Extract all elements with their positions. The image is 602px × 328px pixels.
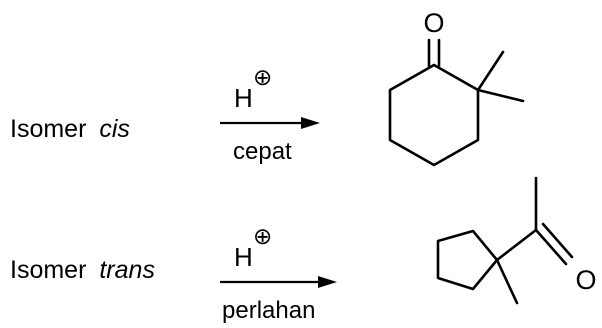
charge-symbol: ⊕ <box>253 223 272 249</box>
reagent-label: H <box>234 83 253 113</box>
cyclohexane-ring <box>388 63 480 167</box>
condition-label: cepat <box>233 138 292 165</box>
oxygen-atom-label: O <box>575 265 596 295</box>
methyl-bond <box>476 88 525 103</box>
charge-symbol: ⊕ <box>253 64 272 90</box>
product-acetylmethylcyclopentane: O <box>436 176 597 305</box>
methyl-bond <box>476 50 505 92</box>
reactant-prefix: Isomer <box>10 115 86 143</box>
reagent-label: H <box>234 242 253 272</box>
product-dimethylcyclohexanone: O <box>388 8 525 167</box>
oxygen-atom-label: O <box>423 8 444 38</box>
acetyl-bond <box>495 228 538 262</box>
reactant-label-trans: Isomer trans <box>10 256 155 284</box>
reactant-stereo: trans <box>99 256 155 284</box>
arrowhead <box>301 117 320 129</box>
reactant-prefix: Isomer <box>10 256 86 284</box>
reaction-cis: Isomer cis H ⊕ cepat O <box>10 8 525 167</box>
carbonyl-double-bond <box>534 228 568 266</box>
reaction-trans: Isomer trans H ⊕ perlahan O <box>10 176 597 324</box>
reactant-stereo: cis <box>99 115 130 143</box>
arrowhead <box>318 276 337 288</box>
condition-label: perlahan <box>222 297 315 324</box>
cyclopentane-ring <box>436 229 499 291</box>
reactant-label-cis: Isomer cis <box>10 115 130 143</box>
methyl-bond <box>495 258 519 305</box>
carbonyl-double-bond <box>541 222 574 259</box>
